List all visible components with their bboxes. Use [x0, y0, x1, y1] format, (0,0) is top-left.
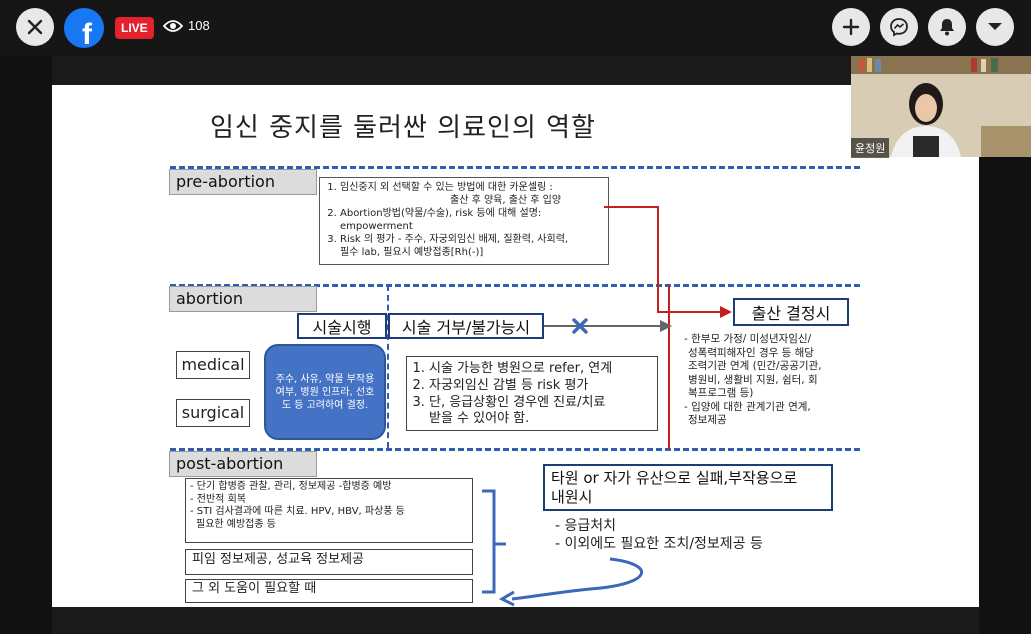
refuse-item-1: 시술 가능한 병원으로 refer, 연계: [429, 361, 655, 377]
refuse-list-box: 시술 가능한 병원으로 refer, 연계 자궁외임신 감별 등 risk 평가…: [406, 356, 658, 431]
participant-name: 윤정원: [851, 138, 890, 158]
pre-item-1: 임신중지 외 선택할 수 있는 방법에 대한 카운셀링 : 출산 후 양육, 출…: [340, 182, 604, 207]
zoom-watermark: zoom: [825, 556, 951, 610]
presentation-slide: 임신 중지를 둘러싼 의료인의 역할 pre-abortion abortion…: [52, 85, 979, 607]
section-pre-abortion: pre-abortion: [169, 169, 317, 195]
section-abortion: abortion: [169, 286, 317, 312]
divider-abortion: [170, 284, 860, 287]
viewer-count: 108: [163, 18, 210, 33]
arrow-head-red: [720, 306, 732, 318]
notifications-button[interactable]: [928, 8, 966, 46]
messenger-button[interactable]: [880, 8, 918, 46]
bracket-return-arrow: [482, 489, 643, 607]
messenger-icon: [890, 18, 908, 37]
section-post-abortion: post-abortion: [169, 451, 317, 477]
video-stage-top: [52, 56, 979, 85]
pre-abortion-box: 임신중지 외 선택할 수 있는 방법에 대한 카운셀링 : 출산 후 양육, 출…: [319, 177, 609, 265]
connector-to-birth-arrow: [657, 311, 723, 313]
refuse-item-3: 단, 응급상황인 경우엔 진료/치료 받을 수 있어야 함.: [429, 395, 655, 427]
divider-vertical: [387, 285, 389, 448]
medical-label: medical: [176, 351, 250, 379]
refuse-item-2: 자궁외임신 감별 등 risk 평가: [429, 378, 655, 394]
pre-item-3: Risk 의 평가 - 주수, 자궁외임신 배제, 질환력, 사회력, 필수 l…: [340, 234, 604, 259]
divider-post: [170, 448, 860, 451]
video-stage-bottom: [52, 607, 979, 634]
birth-decision-label: 출산 결정시: [733, 298, 849, 326]
post-notes-box: - 단기 합병증 관찰, 관리, 정보제공 -합병증 예방 - 전반적 회복 -…: [185, 478, 473, 543]
viewer-count-value: 108: [188, 18, 210, 33]
other-help-box: 그 외 도움이 필요할 때: [185, 579, 473, 603]
x-mark-icon: [572, 318, 588, 334]
refuse-label: 시술 거부/불가능시: [388, 313, 544, 339]
chevron-down-icon: [988, 23, 1002, 30]
live-video-top-bar: f LIVE 108: [0, 0, 1031, 56]
connector-pre-to-birth-h: [604, 206, 658, 208]
procedure-label: 시술시행: [297, 313, 387, 339]
contraception-info-box: 피임 정보제공, 성교육 정보제공: [185, 549, 473, 575]
slide-title: 임신 중지를 둘러싼 의료인의 역할: [210, 113, 596, 143]
failure-notes: - 응급처치 - 이외에도 필요한 조치/정보제공 등: [555, 518, 763, 552]
pre-item-2: Abortion방법(약물/수술), risk 등에 대해 설명: empowe…: [340, 208, 604, 233]
refuse-arrow-head: [660, 320, 672, 332]
red-vertical-bar: [668, 285, 670, 449]
live-badge: LIVE: [115, 17, 154, 39]
create-button[interactable]: [832, 8, 870, 46]
failure-label-box: 타원 or 자가 유산으로 실패,부작용으로 내원시: [543, 464, 833, 511]
notification-bell-icon: [940, 19, 954, 36]
connector-pre-to-birth-v: [657, 206, 659, 312]
close-icon: [27, 19, 43, 35]
account-menu-button[interactable]: [976, 8, 1014, 46]
decision-factors-shape: 주수, 사유, 약물 부작용여부, 병원 인프라, 선호도 등 고려하여 결정.: [264, 344, 386, 440]
surgical-label: surgical: [176, 399, 250, 427]
divider-pre: [170, 166, 860, 169]
refuse-arrow-line: [544, 325, 664, 327]
close-button[interactable]: [16, 8, 54, 46]
eye-icon: [163, 19, 183, 32]
plus-icon: [842, 18, 860, 36]
birth-notes: - 한부모 가정/ 미성년자임신/ 성폭력피해자인 경우 등 해당 조력기관 연…: [684, 333, 822, 426]
facebook-logo-icon[interactable]: f: [64, 8, 104, 48]
